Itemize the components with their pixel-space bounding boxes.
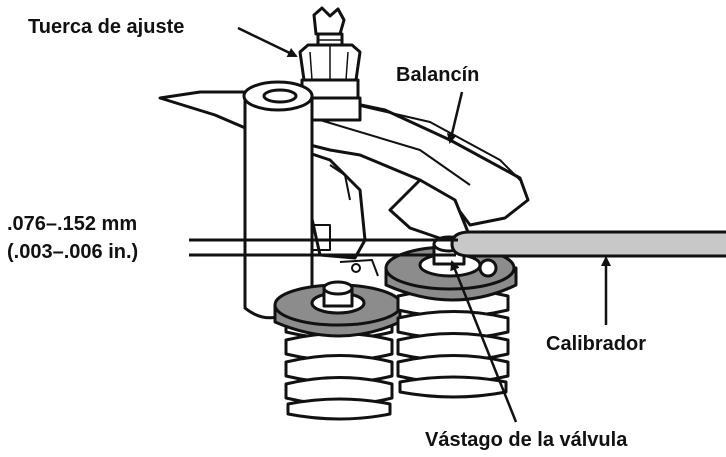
feeler-gauge (450, 230, 726, 258)
adjusting-nut-arrow (237, 26, 298, 58)
valve-stem-label: Vástago de la válvula (425, 429, 628, 451)
adjusting-nut-label: Tuerca de ajuste (28, 16, 184, 38)
rocker-arm-arrow (447, 91, 464, 144)
clearance-mm-label: .076–.152 mm (7, 213, 137, 235)
feeler-gauge-label: Calibrador (546, 333, 646, 355)
valve-stem-arrow (450, 260, 518, 423)
adjusting-nut (298, 6, 362, 122)
rocker-arm-label: Balancín (396, 64, 479, 86)
clearance-lines (189, 238, 458, 257)
head-deck (312, 224, 379, 277)
valve-retainer-left (273, 280, 403, 338)
rocker-stud-post (242, 80, 314, 320)
valve-spring-right (396, 288, 510, 399)
clearance-in-label: (.003–.006 in.) (7, 241, 138, 263)
